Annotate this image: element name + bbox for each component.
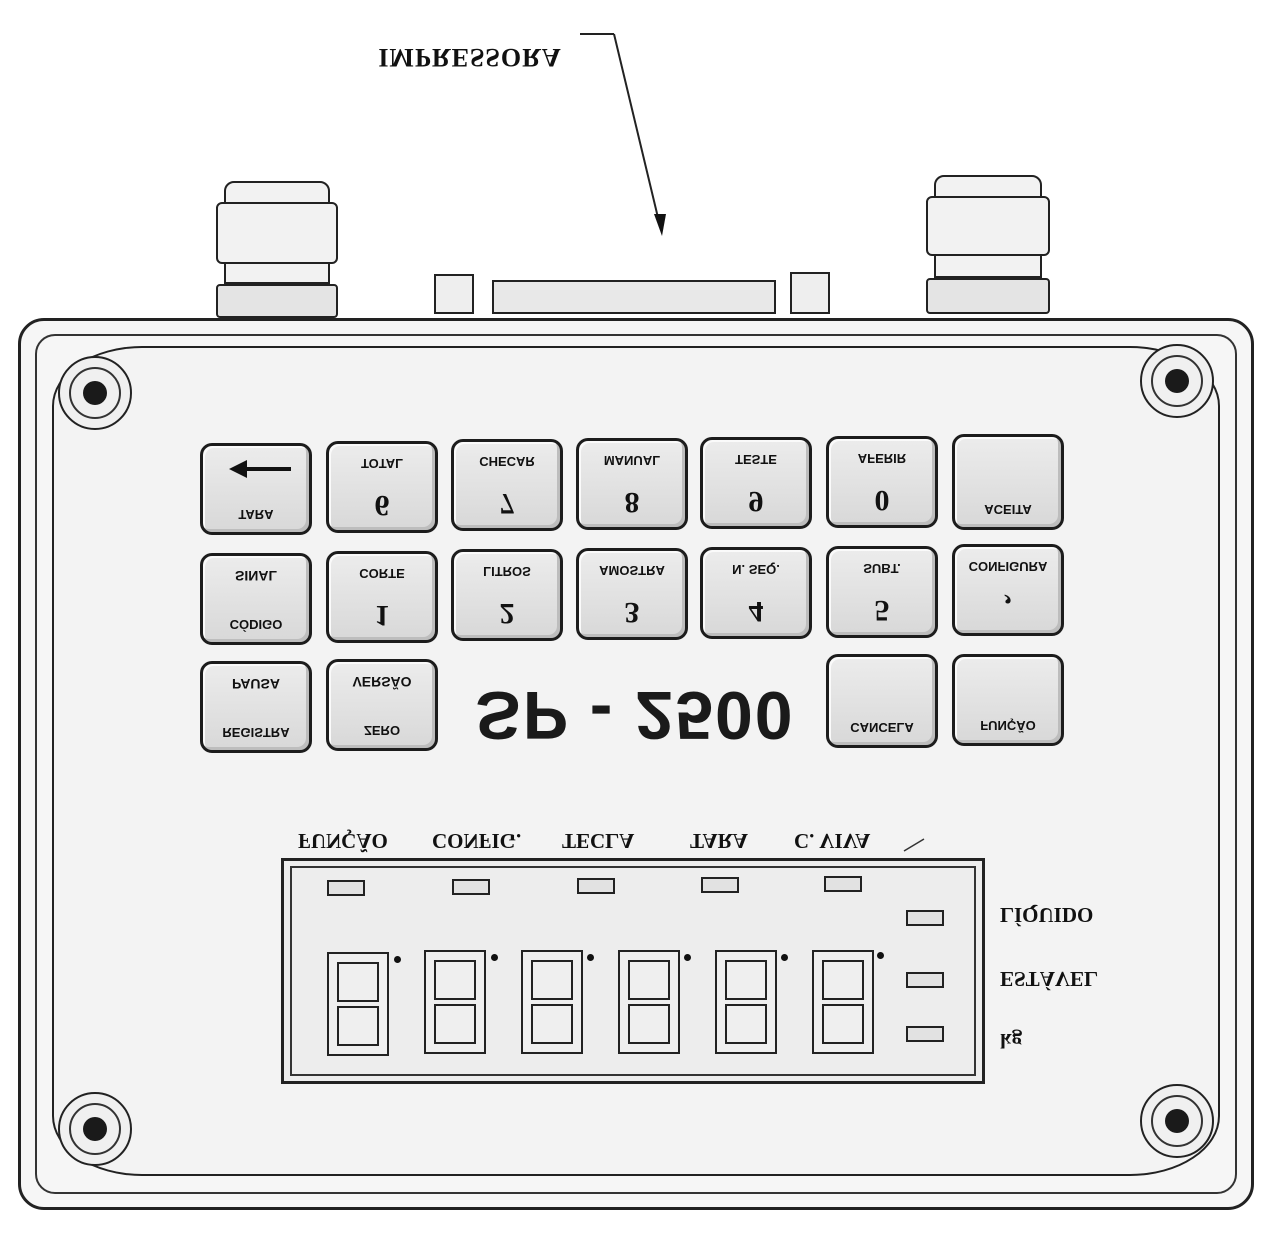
led-tecla	[577, 878, 615, 894]
decimal-point	[587, 954, 594, 961]
left-cable-gland-nut	[216, 284, 338, 318]
key-5[interactable]: 5 SUBT.	[826, 546, 938, 638]
key-label: ACEITA	[984, 502, 1032, 517]
leader-line	[903, 838, 925, 852]
key-label-upper: VERSÃO	[352, 674, 412, 690]
key-zero[interactable]: ZERO VERSÃO	[326, 659, 438, 751]
indicator-label-funcao: FUNÇÃO	[298, 829, 388, 853]
right-cable-gland-body	[926, 196, 1050, 256]
led-funcao	[327, 880, 365, 896]
key-digit: 9	[748, 485, 764, 518]
key-registra[interactable]: REGISTRA PAUSA	[200, 661, 312, 753]
indicator-label-tara: TARA	[690, 829, 748, 853]
key-label: CHECAR	[479, 454, 535, 469]
left-cable-gland-neck	[224, 262, 330, 284]
key-label-lower: ZERO	[363, 723, 401, 738]
decimal-point	[877, 952, 884, 959]
key-label-lower: CÓDIGO	[229, 617, 283, 632]
key-label: CONFIGURA	[968, 559, 1048, 574]
model-name: SP - 2500	[475, 677, 795, 753]
key-digit: 6	[374, 489, 390, 522]
key-label: AMOSTRA	[599, 563, 665, 578]
display-digit-3	[521, 950, 583, 1054]
key-label: N. SEQ.	[732, 562, 780, 577]
decimal-point	[394, 956, 401, 963]
printer-connector-left-screw	[434, 274, 474, 314]
display-digit-1	[327, 952, 389, 1056]
key-label-lower: REGISTRA	[222, 725, 290, 740]
left-cable-gland-body	[216, 202, 338, 264]
left-arrow-icon	[229, 464, 291, 474]
right-cable-gland-nut	[926, 278, 1050, 314]
key-label-upper: PAUSA	[232, 676, 280, 692]
key-digit: 7	[499, 487, 515, 520]
key-0[interactable]: 0 AFERIR	[826, 436, 938, 528]
key-label: SUBT.	[863, 561, 901, 576]
key-1[interactable]: 1 CORTE	[326, 551, 438, 643]
key-digit: 4	[748, 595, 764, 628]
key-digit: ,	[1004, 592, 1012, 625]
key-2[interactable]: 2 LITROS	[451, 549, 563, 641]
key-6[interactable]: 6 TOTAL	[326, 441, 438, 533]
key-3[interactable]: 3 AMOSTRA	[576, 548, 688, 640]
decimal-point	[491, 954, 498, 961]
key-label: LITROS	[483, 564, 531, 579]
indicator-label-tecla: TECLA	[562, 829, 635, 853]
screw-icon-top-left	[58, 356, 132, 430]
screw-icon-bottom-right	[1140, 1084, 1214, 1158]
key-label: MANUAL	[603, 453, 661, 468]
key-8[interactable]: 8 MANUAL	[576, 438, 688, 530]
screw-icon-top-right	[1140, 344, 1214, 418]
right-cable-gland-neck	[934, 254, 1042, 278]
key-digit: 8	[624, 486, 640, 519]
key-funcao[interactable]: FUNÇÃO	[952, 654, 1064, 746]
display-digit-5	[715, 950, 777, 1054]
key-codigo[interactable]: CÓDIGO SINAL	[200, 553, 312, 645]
decimal-point	[781, 954, 788, 961]
printer-connector-right-screw	[790, 272, 830, 314]
key-tara[interactable]: TARA	[200, 443, 312, 535]
indicator-label-config: CONFIG.	[432, 829, 522, 853]
key-label: CANCELA	[850, 720, 914, 735]
led-estavel	[906, 972, 944, 988]
key-digit: 3	[624, 596, 640, 629]
display-digit-4	[618, 950, 680, 1054]
key-digit: 0	[874, 484, 890, 517]
key-4[interactable]: 4 N. SEQ.	[700, 547, 812, 639]
key-label: AFERIR	[857, 451, 907, 466]
key-digit: 5	[874, 594, 890, 627]
led-c-viva	[824, 876, 862, 892]
key-aceita[interactable]: ACEITA	[952, 434, 1064, 530]
key-9[interactable]: 9 TESTE	[700, 437, 812, 529]
key-label: CORTE	[359, 566, 405, 581]
callout-arrow	[580, 33, 666, 236]
display-window-inner	[290, 866, 976, 1076]
key-label: TESTE	[735, 452, 777, 467]
printer-connector-port[interactable]	[492, 280, 776, 314]
led-config	[452, 879, 490, 895]
key-digit: 2	[499, 597, 515, 630]
display-digit-2	[424, 950, 486, 1054]
key-digit: 1	[374, 599, 390, 632]
key-label-upper: SINAL	[235, 568, 277, 584]
key-label: TARA	[238, 507, 274, 522]
enclosure-inner-frame	[35, 334, 1237, 1194]
key-7[interactable]: 7 CHECAR	[451, 439, 563, 531]
key-cancela[interactable]: CANCELA	[826, 654, 938, 748]
key-comma[interactable]: , CONFIGURA	[952, 544, 1064, 636]
indicator-label-kg: kg	[1000, 1029, 1023, 1053]
indicator-label-c-viva: C. VIVA	[794, 829, 871, 853]
led-kg	[906, 1026, 944, 1042]
decimal-point	[684, 954, 691, 961]
display-digit-6	[812, 950, 874, 1054]
indicator-label-estavel: ESTÁVEL	[1000, 967, 1099, 991]
led-tara	[701, 877, 739, 893]
key-label: TOTAL	[360, 456, 404, 471]
screw-icon-bottom-left	[58, 1092, 132, 1166]
led-liquido	[906, 910, 944, 926]
key-label: FUNÇÃO	[980, 718, 1036, 733]
indicator-label-liquido: LÍQUIDO	[1000, 903, 1094, 927]
